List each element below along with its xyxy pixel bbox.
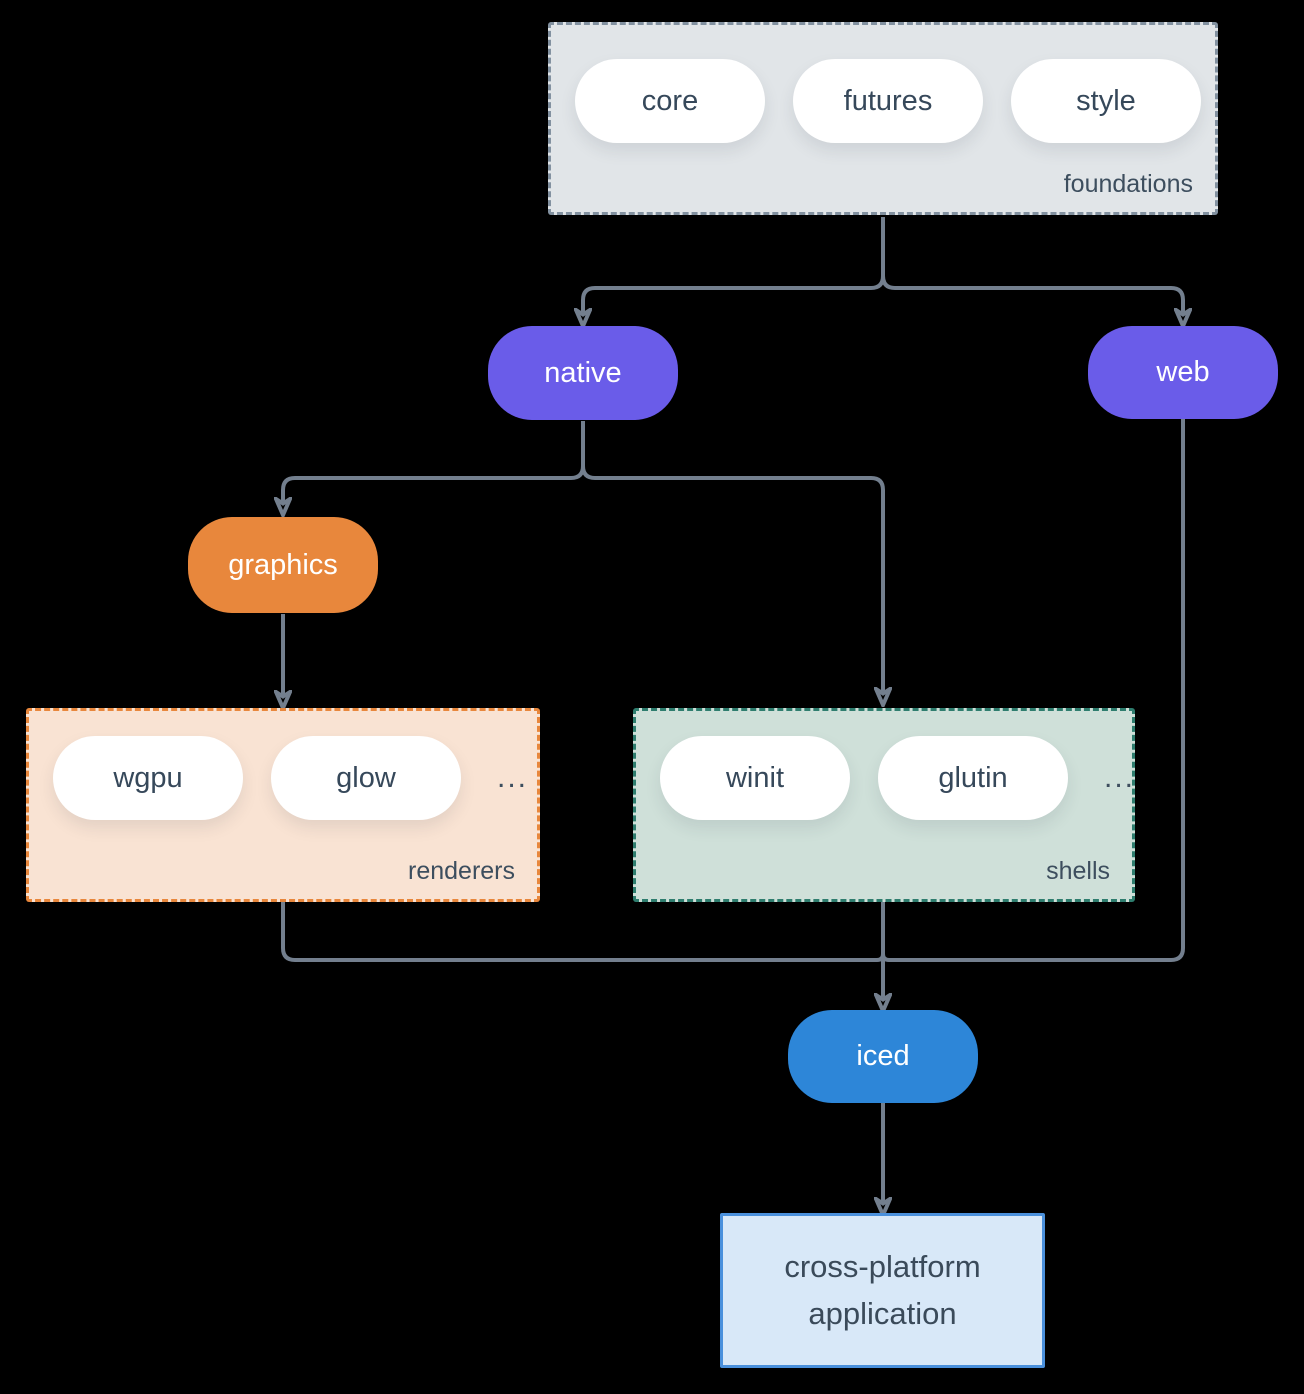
application-label-line2: application <box>808 1295 957 1331</box>
edge-renderers-to-merge <box>281 902 885 962</box>
node-graphics: graphics <box>188 517 378 613</box>
node-style: style <box>1011 59 1201 143</box>
edge-native-to-graphics <box>283 465 585 501</box>
shells-zone-label: shells <box>1046 857 1110 885</box>
renderers-zone: wgpu glow ... renderers <box>26 708 540 902</box>
node-cross-platform-application: cross-platform application <box>720 1213 1045 1368</box>
edge-foundations-to-native <box>583 275 885 312</box>
foundations-zone: core futures style foundations <box>548 22 1218 215</box>
shells-zone: winit glutin ... shells <box>633 708 1135 902</box>
node-web: web <box>1088 326 1278 419</box>
renderers-ellipsis: ... <box>497 761 529 794</box>
node-glow: glow <box>271 736 461 820</box>
node-futures: futures <box>793 59 983 143</box>
node-iced: iced <box>788 1010 978 1103</box>
foundations-zone-label: foundations <box>1063 170 1193 198</box>
renderers-zone-label: renderers <box>408 857 515 885</box>
shells-ellipsis: ... <box>1104 761 1136 794</box>
edge-native-to-shells <box>581 465 883 691</box>
application-label-line1: cross-platform <box>784 1249 981 1284</box>
node-core: core <box>575 59 765 143</box>
node-glutin: glutin <box>878 736 1068 820</box>
edge-foundations-to-web <box>881 275 1183 312</box>
node-native: native <box>488 326 678 420</box>
node-wgpu: wgpu <box>53 736 243 820</box>
node-winit: winit <box>660 736 850 820</box>
